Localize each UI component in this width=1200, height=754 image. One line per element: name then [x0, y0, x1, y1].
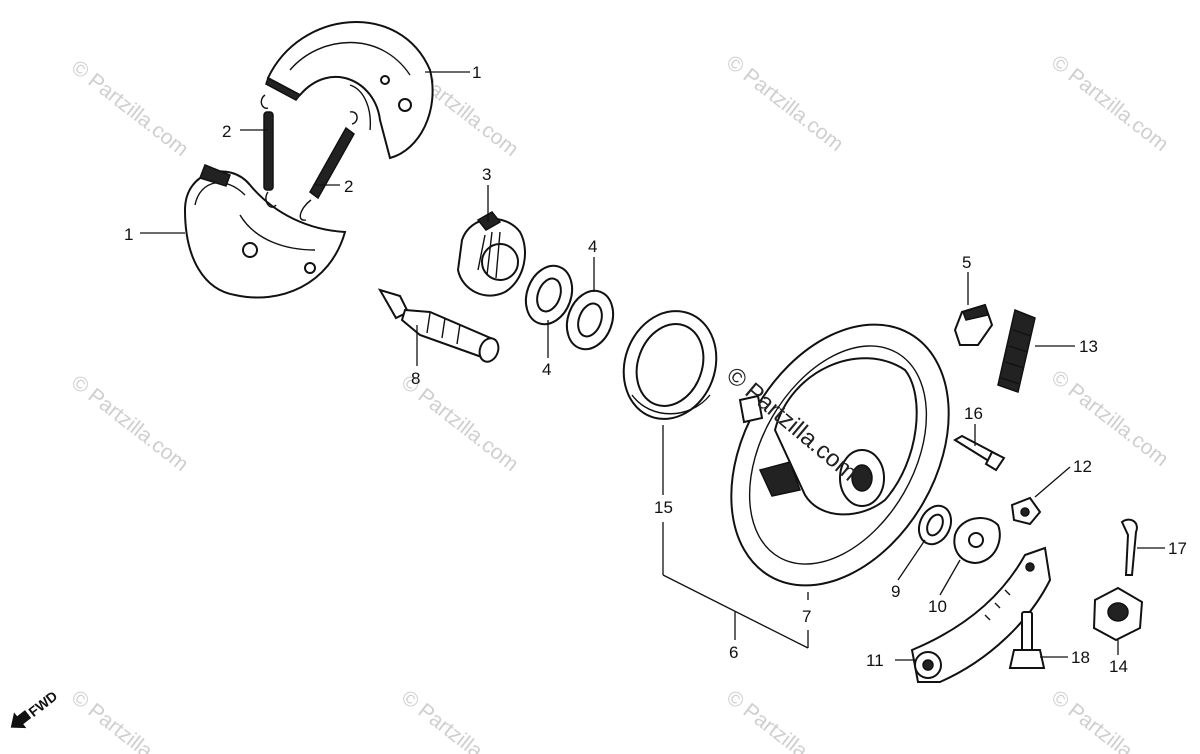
castle-nut[interactable]	[1092, 586, 1144, 642]
callout-label: 15	[654, 498, 673, 517]
watermark: © Partzilla.com	[1047, 366, 1173, 471]
brake-panel[interactable]	[687, 286, 993, 624]
spring-right[interactable]	[299, 111, 358, 221]
retainer-washer[interactable]	[953, 516, 1001, 565]
brake-shoe-upper[interactable]	[265, 21, 434, 160]
indicator-plate[interactable]	[456, 211, 526, 297]
callout-label: 11	[866, 651, 884, 670]
callout-label: 2	[222, 122, 231, 141]
callout-label: 14	[1109, 657, 1128, 676]
watermark: © Partzilla.com	[67, 371, 193, 476]
callout-label: 5	[962, 253, 971, 272]
nut-small[interactable]	[1010, 496, 1042, 526]
callout-label: 10	[928, 597, 947, 616]
callout-label: 1	[472, 63, 481, 82]
spring-left[interactable]	[260, 94, 277, 208]
callout-label: 2	[344, 177, 353, 196]
callout-label: 17	[1168, 539, 1187, 558]
callout-label: 1	[124, 225, 133, 244]
callout-label: 16	[964, 404, 983, 423]
plug[interactable]	[953, 303, 994, 346]
watermark: © Partzilla.com	[397, 686, 523, 754]
brake-shoe-lower[interactable]	[183, 164, 347, 299]
watermark: © Partzilla.com	[67, 686, 193, 754]
callout-labels: 1 1 2 2 3 4 4 5 6 7 8 9 10 11 12 13 14 1…	[124, 63, 1187, 676]
callout-label: 13	[1079, 337, 1098, 356]
dust-seal[interactable]	[609, 298, 731, 432]
callout-label: 18	[1071, 648, 1090, 667]
watermark: © Partzilla.com	[722, 51, 848, 156]
callout-label: 6	[729, 643, 738, 662]
brake-cam[interactable]	[377, 288, 502, 364]
fwd-label: FWD	[25, 688, 60, 720]
callout-label: 4	[588, 237, 597, 256]
watermark: © Partzilla.com	[1047, 686, 1173, 754]
leader-lines	[140, 71, 1165, 661]
washer-right[interactable]	[559, 284, 621, 355]
bolt-small[interactable]	[953, 434, 1006, 472]
watermarks: © Partzilla.com © Partzilla.com © Partzi…	[67, 51, 1173, 754]
arm-bolt[interactable]	[1008, 611, 1046, 669]
callout-label: 9	[891, 582, 900, 601]
watermark: © Partzilla.com	[67, 56, 193, 161]
callout-label: 4	[542, 360, 551, 379]
fwd-indicator: FWD	[10, 688, 60, 729]
callout-label: 3	[482, 165, 491, 184]
washer-left[interactable]	[518, 259, 580, 330]
return-spring[interactable]	[997, 308, 1036, 393]
fwd-arrow-icon	[10, 710, 32, 729]
brake-arm[interactable]	[910, 546, 1052, 683]
callout-label: 7	[802, 607, 811, 626]
seal-small[interactable]	[913, 501, 957, 550]
cotter-pin[interactable]	[1120, 518, 1138, 576]
callout-label: 12	[1073, 457, 1092, 476]
watermark: © Partzilla.com	[722, 686, 848, 754]
watermark: © Partzilla.com	[1047, 51, 1173, 156]
callout-label: 8	[411, 369, 420, 388]
